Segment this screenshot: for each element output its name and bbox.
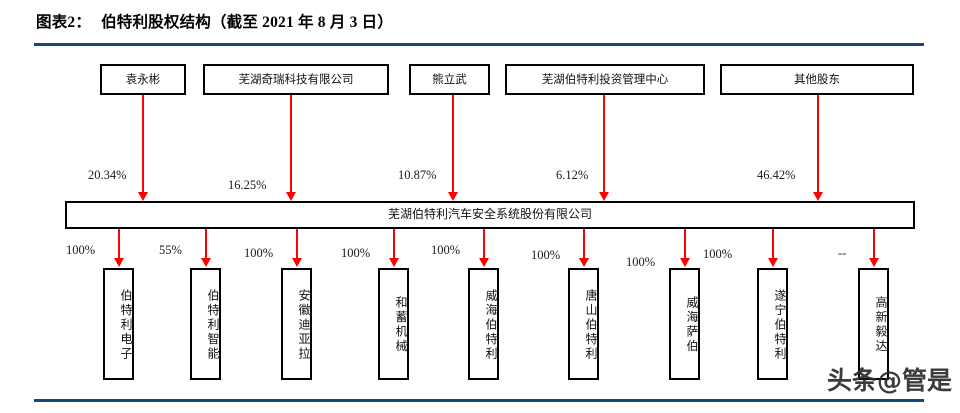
subsidiary-label: 伯特利智能 xyxy=(206,288,220,362)
shareholder-arrow-2 xyxy=(452,95,454,194)
shareholder-label: 熊立武 xyxy=(432,71,467,86)
shareholder-percent-2: 10.87% xyxy=(398,168,437,182)
subsidiary-arrow-6 xyxy=(684,229,686,260)
central-company-box[interactable]: 芜湖伯特利汽车安全系统股份有限公司 xyxy=(65,201,915,229)
figure-title-text: 伯特利股权结构（截至 2021 年 8 月 3 日） xyxy=(101,14,394,31)
shareholder-box-1[interactable]: 芜湖奇瑞科技有限公司 xyxy=(203,64,389,95)
subsidiary-box-6[interactable]: 威海萨伯 xyxy=(669,268,700,380)
subsidiary-percent-3: 100% xyxy=(341,246,371,260)
subsidiary-percent-8: -- xyxy=(838,246,847,260)
subsidiary-box-3[interactable]: 和蓄机械 xyxy=(378,268,409,380)
subsidiary-label: 威海伯特利 xyxy=(484,288,498,362)
shareholder-label: 芜湖伯特利投资管理中心 xyxy=(541,71,669,86)
page-title: 图表2： 伯特利股权结构（截至 2021 年 8 月 3 日） xyxy=(36,10,393,32)
shareholder-arrow-0 xyxy=(142,95,144,194)
subsidiary-box-4[interactable]: 威海伯特利 xyxy=(468,268,499,380)
shareholder-percent-4: 46.42% xyxy=(757,168,796,182)
subsidiary-label: 和蓄机械 xyxy=(394,296,408,354)
footer-divider xyxy=(34,399,924,402)
subsidiary-arrow-5 xyxy=(583,229,585,260)
subsidiary-percent-0: 100% xyxy=(66,243,96,257)
subsidiary-arrow-8 xyxy=(873,229,875,260)
shareholder-label: 其他股东 xyxy=(794,71,840,86)
subsidiary-label: 伯特利电子 xyxy=(119,288,133,362)
subsidiary-percent-5: 100% xyxy=(531,248,561,262)
central-company-label: 芜湖伯特利汽车安全系统股份有限公司 xyxy=(387,207,592,222)
figure-label: 图表2： xyxy=(36,14,92,31)
shareholder-label: 芜湖奇瑞科技有限公司 xyxy=(238,71,354,86)
shareholder-arrow-1 xyxy=(290,95,292,194)
subsidiary-percent-4: 100% xyxy=(431,243,461,257)
shareholder-box-3[interactable]: 芜湖伯特利投资管理中心 xyxy=(505,64,705,95)
shareholder-box-4[interactable]: 其他股东 xyxy=(720,64,914,95)
shareholder-percent-3: 6.12% xyxy=(556,168,589,182)
subsidiary-box-7[interactable]: 遂宁伯特利 xyxy=(757,268,788,380)
subsidiary-box-8[interactable]: 高新毅达 xyxy=(858,268,889,380)
shareholder-arrow-3 xyxy=(603,95,605,194)
subsidiary-percent-6: 100% xyxy=(626,255,656,269)
subsidiary-arrow-4 xyxy=(483,229,485,260)
shareholder-box-0[interactable]: 袁永彬 xyxy=(100,64,186,95)
subsidiary-arrow-3 xyxy=(393,229,395,260)
subsidiary-percent-2: 100% xyxy=(244,246,274,260)
subsidiary-box-0[interactable]: 伯特利电子 xyxy=(103,268,134,380)
shareholder-box-2[interactable]: 熊立武 xyxy=(409,64,490,95)
subsidiary-box-2[interactable]: 安徽迪亚拉 xyxy=(281,268,312,380)
shareholder-arrow-4 xyxy=(817,95,819,194)
subsidiary-label: 高新毅达 xyxy=(874,296,888,354)
subsidiary-box-1[interactable]: 伯特利智能 xyxy=(190,268,221,380)
shareholder-percent-1: 16.25% xyxy=(228,178,267,192)
subsidiary-arrow-7 xyxy=(772,229,774,260)
header-divider xyxy=(34,43,924,46)
shareholder-label: 袁永彬 xyxy=(125,71,161,86)
subsidiary-arrow-2 xyxy=(296,229,298,260)
subsidiary-arrow-1 xyxy=(205,229,207,260)
shareholder-percent-0: 20.34% xyxy=(88,168,127,182)
subsidiary-label: 安徽迪亚拉 xyxy=(297,288,311,362)
subsidiary-arrow-0 xyxy=(118,229,120,260)
subsidiary-label: 威海萨伯 xyxy=(685,296,699,354)
subsidiary-box-5[interactable]: 唐山伯特利 xyxy=(568,268,599,380)
subsidiary-percent-1: 55% xyxy=(159,243,182,257)
subsidiary-label: 遂宁伯特利 xyxy=(773,288,787,362)
watermark: 头条@管是 xyxy=(826,366,952,395)
subsidiary-label: 唐山伯特利 xyxy=(584,288,598,362)
subsidiary-percent-7: 100% xyxy=(703,247,733,261)
